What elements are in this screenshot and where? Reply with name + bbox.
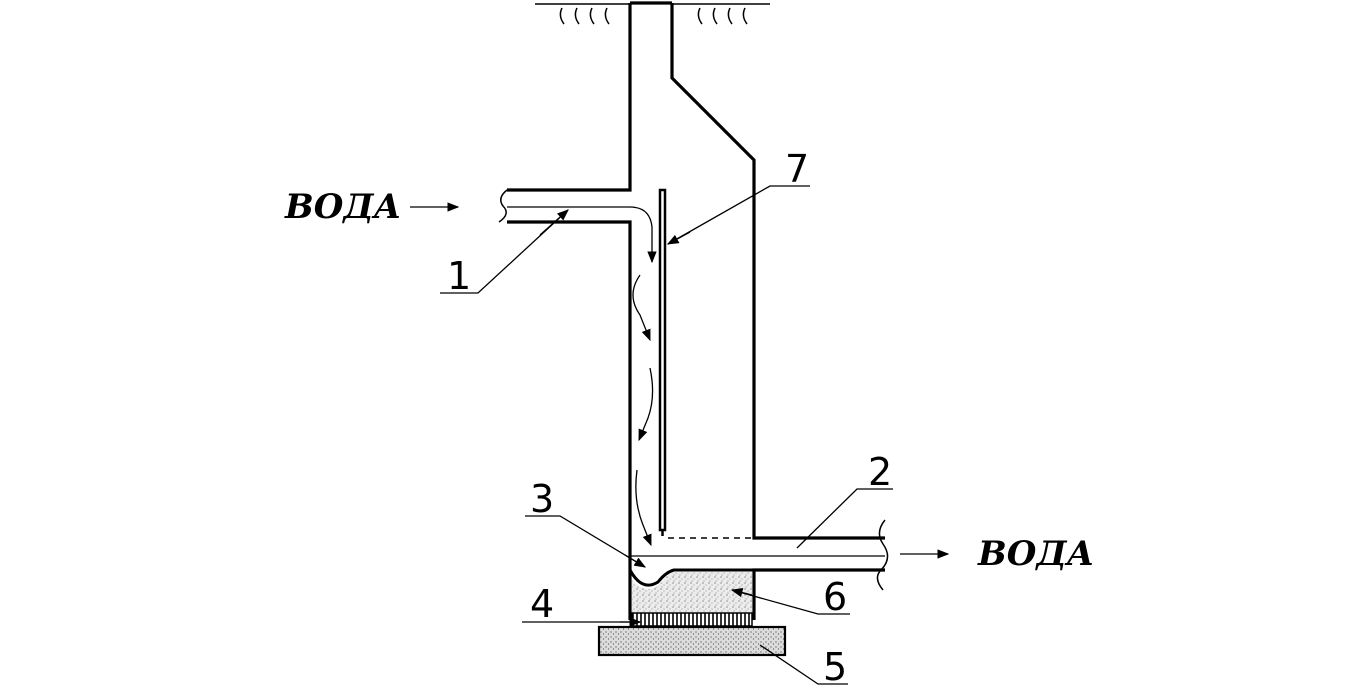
flow-arrows	[632, 274, 654, 547]
well-body	[507, 1, 885, 620]
screen-layer	[631, 612, 753, 627]
ground-surface	[535, 3, 770, 25]
callout-2: 2	[868, 450, 892, 494]
callout-6: 6	[823, 575, 847, 619]
outlet-label: ВОДА	[977, 534, 1094, 574]
gravel-filter	[632, 572, 752, 612]
callout-3: 3	[530, 477, 554, 521]
sump-curve	[628, 568, 754, 587]
callout-1: 1	[447, 254, 471, 298]
callout-7: 7	[785, 147, 809, 191]
leader-arrowheads	[539, 209, 753, 627]
baffle-plate	[658, 188, 667, 532]
leader-lines	[440, 185, 893, 685]
outlet-pipe-break	[876, 519, 889, 591]
inlet-pipe-break	[498, 189, 508, 223]
inlet-flow-line	[507, 206, 657, 264]
base-slab	[597, 625, 787, 657]
callout-5: 5	[823, 645, 847, 687]
inlet-label: ВОДА	[284, 187, 401, 227]
callout-4: 4	[530, 582, 554, 626]
